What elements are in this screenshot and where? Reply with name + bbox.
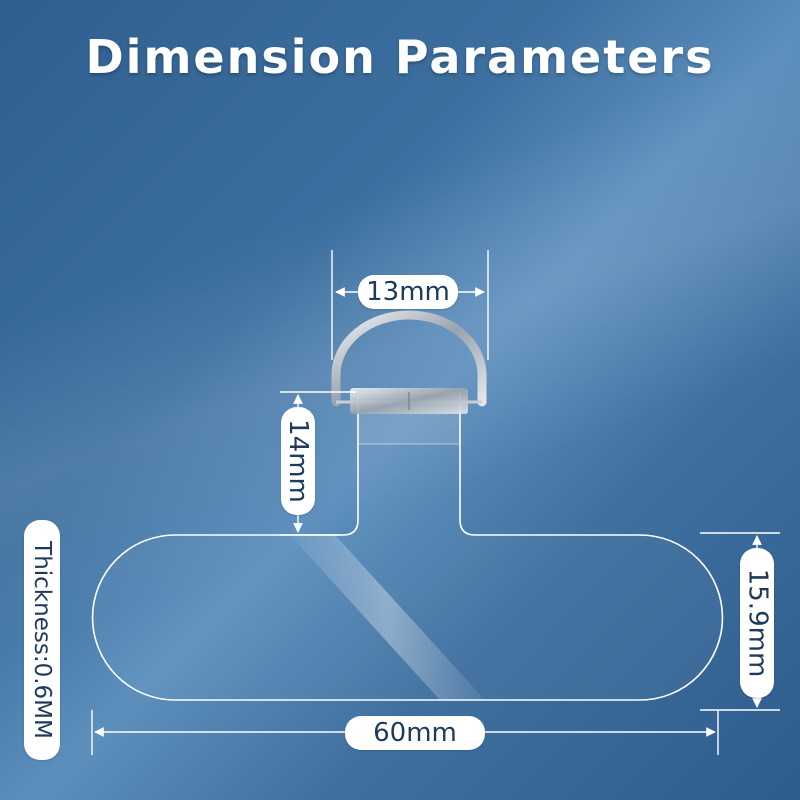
label-60mm: 60mm [345,716,485,750]
label-15-9mm: 15.9mm [740,548,774,698]
d-ring-icon [331,310,487,407]
label-thickness-text: Thickness:0.6MM [29,541,56,739]
label-60mm-text: 60mm [373,718,457,748]
patch-outline [91,395,724,701]
page-title: Dimension Parameters [85,30,715,84]
label-13mm: 13mm [358,275,458,309]
label-15-9mm-text: 15.9mm [742,568,773,678]
label-14mm-text: 14mm [283,419,313,503]
glare-streak [290,535,485,700]
label-thickness: Thickness:0.6MM [24,520,60,760]
label-14mm: 14mm [281,407,315,515]
label-13mm-text: 13mm [366,277,450,307]
